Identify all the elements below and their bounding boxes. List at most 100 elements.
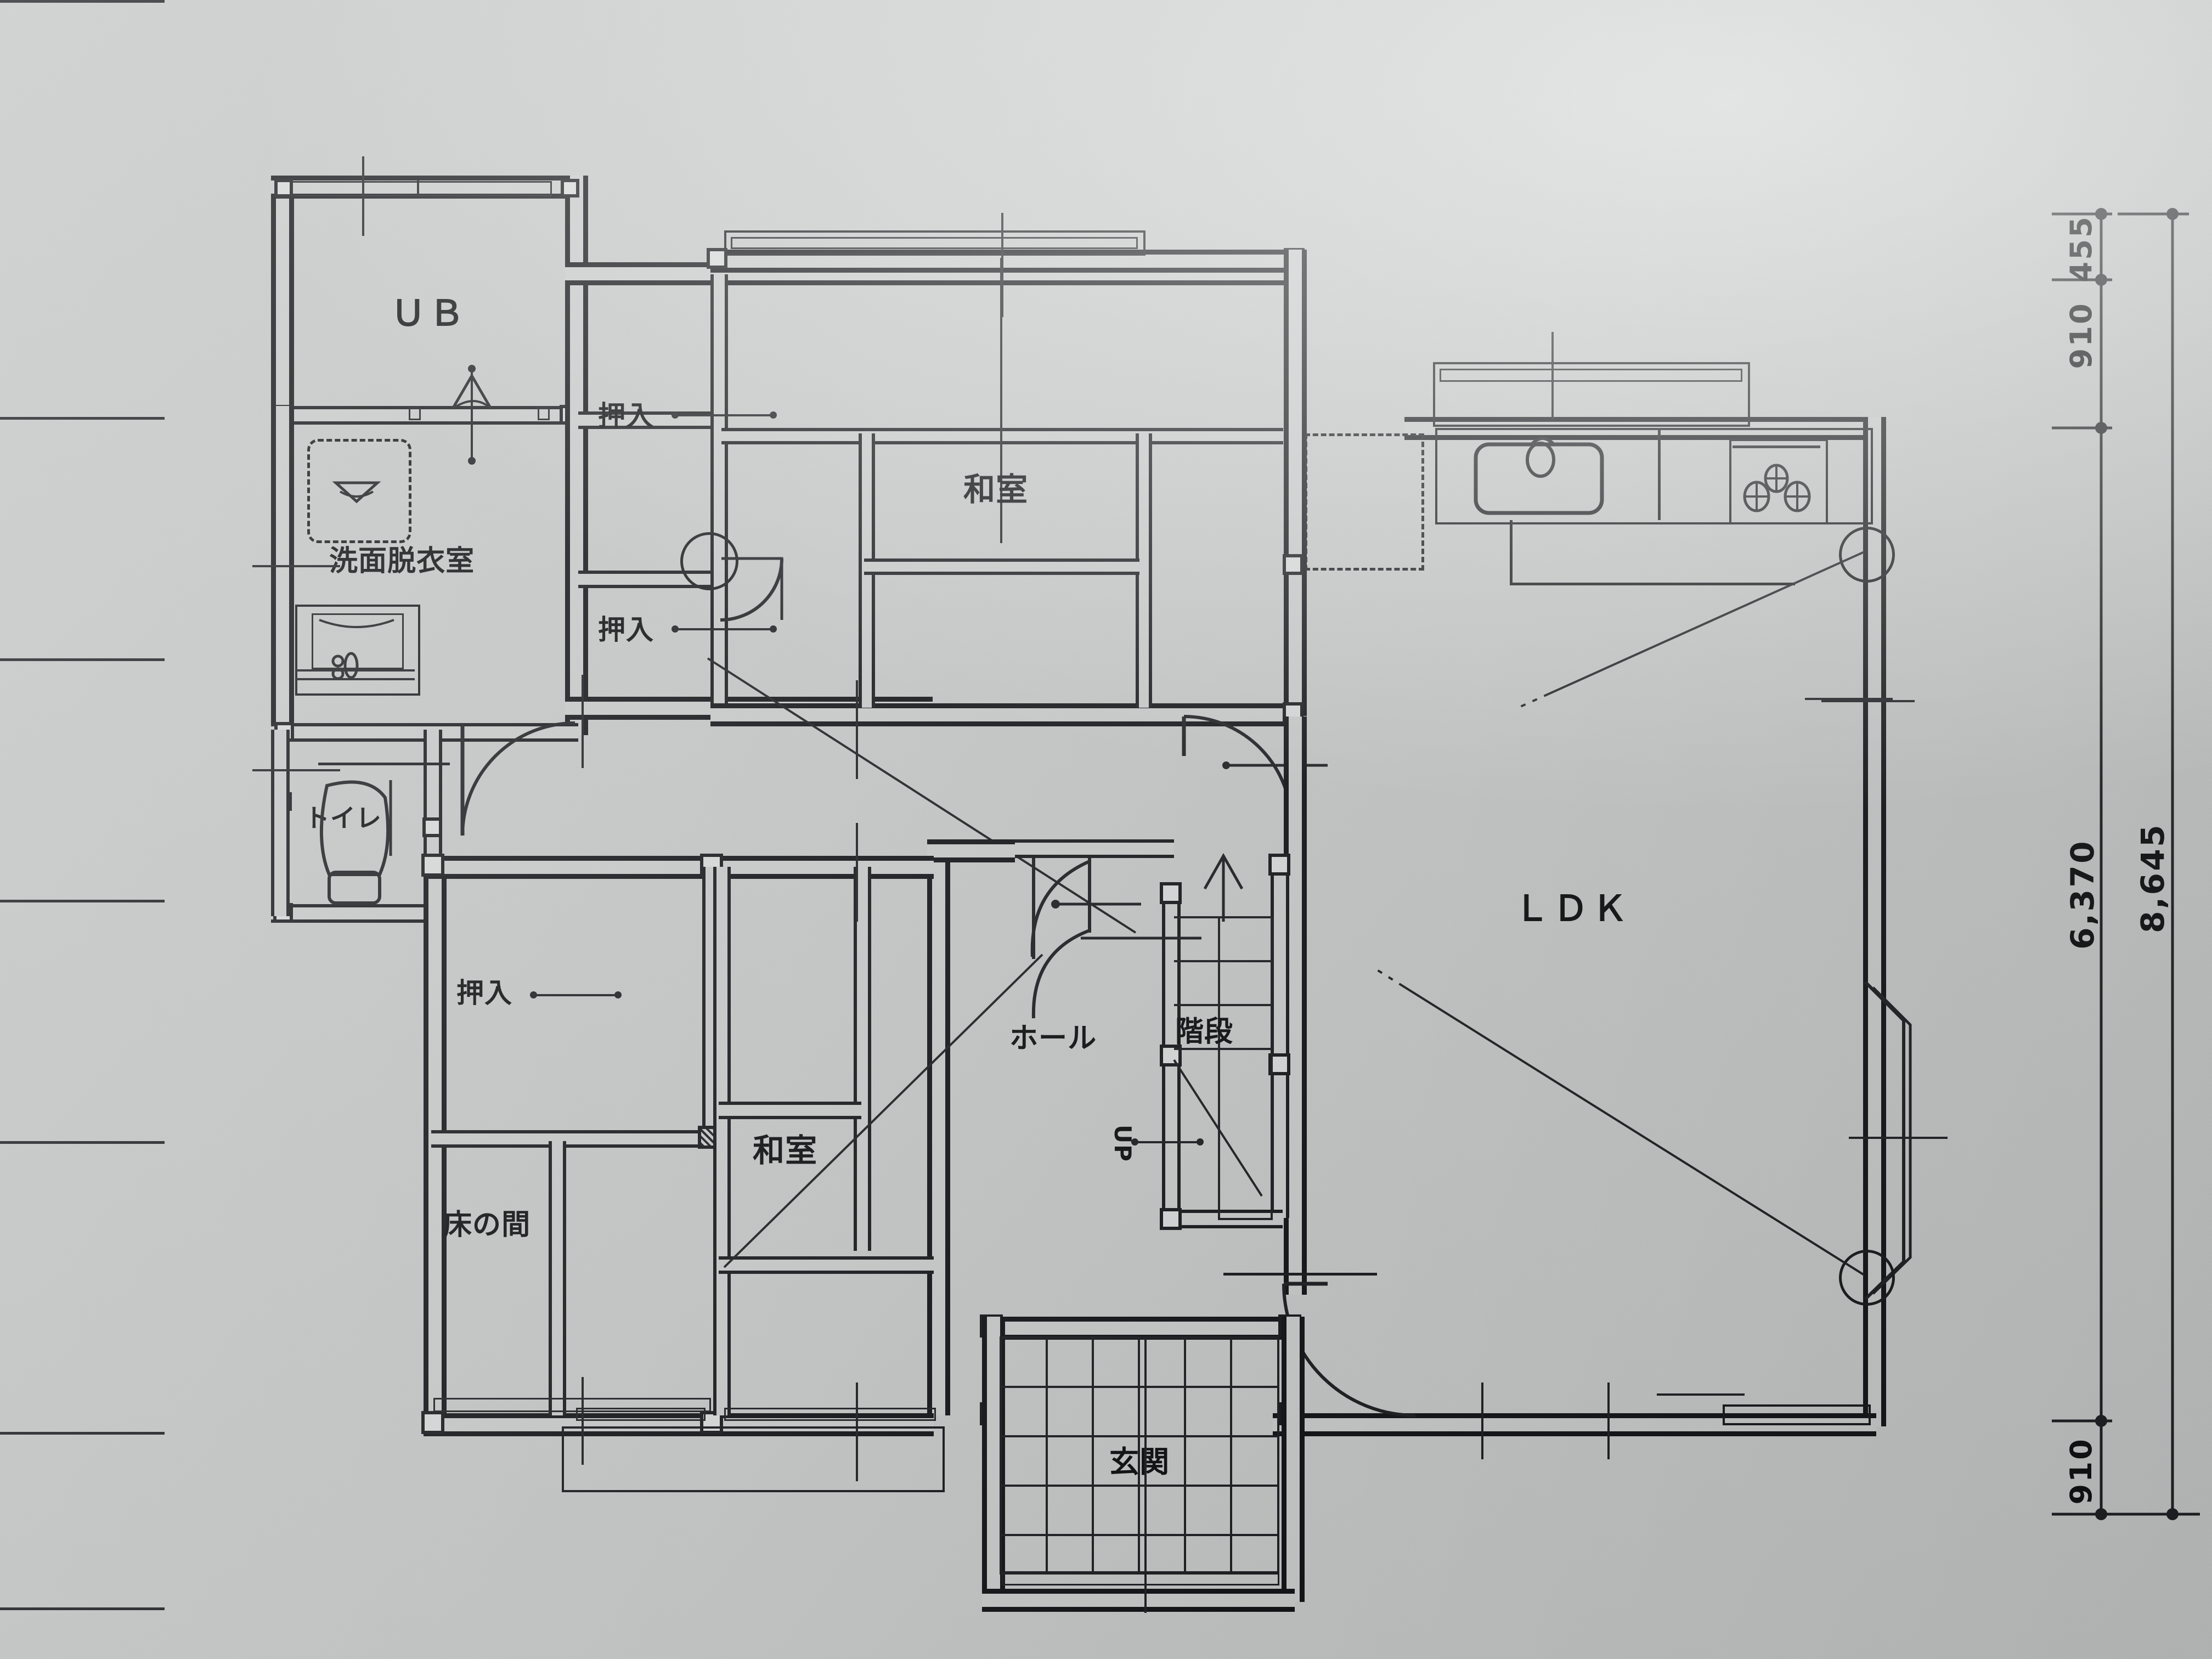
- washroom-wall-left: [271, 406, 294, 735]
- center-line: [1821, 700, 1915, 702]
- ldk-wall-left-upper: [1284, 417, 1307, 554]
- vanity-basin: [312, 613, 404, 669]
- center-line: [856, 680, 858, 779]
- post: [561, 179, 579, 198]
- post: [1160, 1208, 1182, 1230]
- closet-block-wall-left: [565, 262, 588, 712]
- washitsu2-inner-line: [719, 1102, 861, 1119]
- center-line: [1849, 1137, 1948, 1139]
- washitsu1-wall-bottom: [710, 703, 1297, 726]
- hall-lintel: [1015, 839, 1174, 858]
- ub-door-frame: [538, 407, 550, 420]
- ub-wall-left: [271, 176, 294, 417]
- room-label-hall: ホール: [1009, 1022, 1097, 1055]
- ub-door-frame: [409, 407, 421, 420]
- corner-symbol: [1839, 1250, 1895, 1306]
- room-label-tokonoma: 床の間: [443, 1209, 531, 1242]
- toilet-wall-bottom: [271, 904, 436, 923]
- post: [1283, 554, 1304, 575]
- room-label-washitsu-2: 和室: [753, 1132, 818, 1169]
- post: [707, 248, 727, 269]
- door-swing-symbol: [680, 532, 738, 590]
- ldk-wall-left-lower: [1284, 716, 1307, 848]
- center-line: [1144, 1339, 1147, 1613]
- center-line: [1657, 1393, 1745, 1396]
- corner-symbol: [1839, 527, 1895, 583]
- room-label-stairs: 階段: [1175, 1015, 1234, 1048]
- genkan-wall-bottom: [982, 1589, 1295, 1612]
- closet-2-leader: [672, 625, 777, 633]
- up-leader: [1131, 1138, 1204, 1146]
- post: [422, 817, 442, 837]
- washitsu2-window: [724, 1408, 936, 1421]
- room-label-ldk: ＬＤＫ: [1514, 889, 1631, 929]
- ub-window: [291, 181, 552, 196]
- dimension-910-top: 910: [2064, 302, 2098, 369]
- margin-tick: [0, 1432, 165, 1435]
- room-label-washroom: 洗面脱衣室: [329, 545, 475, 578]
- ldk-bottom-window: [1723, 1404, 1871, 1425]
- kitchen-stove: [1729, 439, 1828, 524]
- stairs-wall-right: [1271, 856, 1289, 1218]
- closet-3-leader: [530, 991, 622, 998]
- genkan-wall-top: [982, 1317, 1295, 1340]
- door-leaf: [318, 763, 450, 765]
- ub-window-mullion: [417, 180, 419, 194]
- hall-wall-left: [927, 839, 950, 1415]
- tokonoma-wall-right: [549, 1141, 566, 1415]
- center-line: [1607, 1383, 1610, 1459]
- genkan-wall-right: [1282, 1317, 1305, 1602]
- washitsu2-inner-line: [719, 1256, 934, 1274]
- center-line: [582, 675, 584, 768]
- center-line: [1805, 698, 1893, 700]
- genkan-wall-left: [982, 1317, 1005, 1602]
- genkan-door: [1002, 1571, 1279, 1585]
- center-line: [1551, 332, 1554, 420]
- closet3-wall-bottom: [431, 1130, 713, 1148]
- ub-wall-bottom: [271, 406, 578, 425]
- washitsu2-inner-line: [713, 867, 731, 1415]
- washitsu1-inner-line: [864, 558, 1139, 575]
- center-line: [252, 769, 340, 771]
- kitchen-counter-split: [1658, 428, 1661, 520]
- left-boundary: [271, 730, 290, 916]
- center-line: [1481, 1383, 1483, 1459]
- dimension-overall-8645: 8,645: [2134, 823, 2171, 933]
- room-label-closet-1: 押入: [598, 400, 654, 432]
- dimension-455: 455: [2064, 215, 2098, 283]
- margin-tick: [0, 900, 165, 902]
- room-label-ub: ＵＢ: [391, 294, 467, 334]
- closet-1-leader: [672, 411, 777, 419]
- center-line: [252, 565, 340, 567]
- counter-front: [1510, 583, 1795, 585]
- washitsu2-inner-line: [854, 867, 871, 1251]
- refrigerator-space: [1305, 433, 1424, 571]
- counter-front: [1510, 520, 1513, 585]
- room-label-washitsu-1: 和室: [963, 471, 1029, 508]
- margin-tick: [0, 1607, 165, 1610]
- post: [1160, 882, 1182, 904]
- post: [421, 1411, 444, 1434]
- room-label-toilet: トイレ: [304, 803, 382, 833]
- washitsu2-veranda: [562, 1426, 945, 1492]
- center-line: [856, 823, 858, 922]
- washitsu1-window-inner: [731, 237, 1138, 249]
- washer-pan: [307, 439, 411, 543]
- post: [1268, 1053, 1290, 1075]
- washitsu1-inner-line: [721, 428, 1283, 444]
- margin-tick: [0, 1141, 165, 1144]
- margin-tick: [0, 658, 165, 661]
- washitsu2-window: [576, 1408, 706, 1421]
- margin-tick: [0, 417, 165, 420]
- closet-wall-right: [710, 274, 728, 708]
- door-leaf: [1223, 1273, 1377, 1276]
- room-label-closet-2: 押入: [598, 614, 654, 646]
- center-line: [582, 1377, 584, 1465]
- room-label-closet-3: 押入: [456, 977, 512, 1009]
- post: [274, 179, 293, 198]
- center-line: [362, 156, 364, 236]
- dimension-6370: 6,370: [2064, 839, 2101, 950]
- dimension-910-bottom: 910: [2064, 1437, 2098, 1505]
- stove-backguard: [1733, 445, 1820, 448]
